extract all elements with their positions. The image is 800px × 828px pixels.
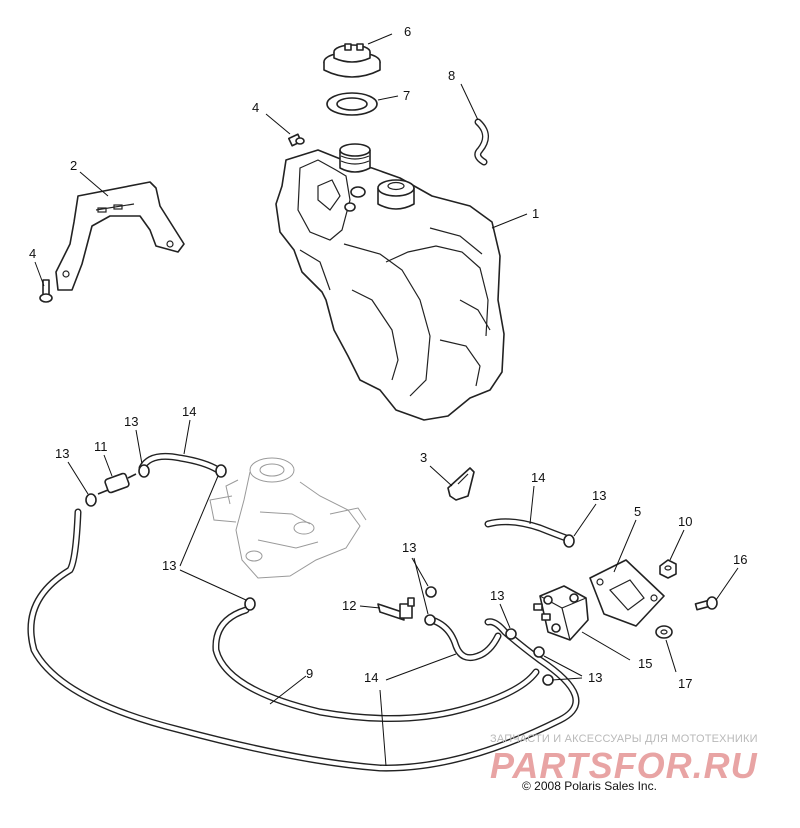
callout-8: 8 bbox=[448, 68, 455, 83]
vent-hose-part-8 bbox=[474, 118, 489, 166]
callout-17: 17 bbox=[678, 676, 692, 691]
callout-13-b: 13 bbox=[55, 446, 69, 461]
callout-3: 3 bbox=[420, 450, 427, 465]
nut-part-17 bbox=[655, 625, 673, 639]
pump-mount-plate-part-5 bbox=[589, 559, 665, 627]
fuel-hose-part-14-lower bbox=[212, 606, 540, 722]
screw-part-4-top bbox=[287, 133, 305, 147]
callout-14-left: 14 bbox=[182, 404, 196, 419]
callout-13-c: 13 bbox=[592, 488, 606, 503]
callout-15: 15 bbox=[638, 656, 652, 671]
fuel-hose-loop-part-9 bbox=[27, 508, 580, 772]
callout-labels: 6 7 8 4 2 1 4 14 13 11 13 3 14 13 5 10 1… bbox=[29, 24, 747, 691]
callout-4-left: 4 bbox=[29, 246, 36, 261]
fuel-hose-part-14-right bbox=[484, 518, 570, 542]
callout-13-g: 13 bbox=[588, 670, 602, 685]
callout-13-e: 13 bbox=[402, 540, 416, 555]
fuel-hose-part-14-mid bbox=[428, 616, 502, 662]
callout-7: 7 bbox=[403, 88, 410, 103]
callout-6: 6 bbox=[404, 24, 411, 39]
watermark-logo: PARTSFOR.RU bbox=[490, 745, 758, 786]
callout-1: 1 bbox=[532, 206, 539, 221]
callout-9: 9 bbox=[306, 666, 313, 681]
callout-13-d: 13 bbox=[162, 558, 176, 573]
copyright-notice: © 2008 Polaris Sales Inc. bbox=[522, 779, 657, 793]
callout-16: 16 bbox=[733, 552, 747, 567]
fuel-tank-part-1 bbox=[275, 143, 505, 421]
callout-13-f: 13 bbox=[490, 588, 504, 603]
callout-14-lower: 14 bbox=[364, 670, 378, 685]
fuel-cap-part-6 bbox=[323, 43, 381, 78]
callout-14-right: 14 bbox=[531, 470, 545, 485]
fuel-hose-part-14-left bbox=[138, 452, 222, 474]
clip-bracket-part-3 bbox=[447, 467, 475, 501]
fuel-pump-part-15 bbox=[533, 585, 589, 641]
fuel-filter-part-11 bbox=[97, 472, 137, 495]
mounting-bracket-part-2 bbox=[55, 181, 185, 291]
watermark-tagline: ЗАПЧАСТИ И АКСЕССУАРЫ ДЛЯ МОТОТЕХНИКИ bbox=[490, 733, 758, 745]
nut-part-10 bbox=[659, 559, 677, 579]
gasket-ring-part-7 bbox=[326, 92, 378, 116]
tee-fitting-part-12 bbox=[377, 597, 415, 621]
callout-10: 10 bbox=[678, 514, 692, 529]
carburetor-background-ghost bbox=[209, 457, 367, 579]
callout-2: 2 bbox=[70, 158, 77, 173]
callout-13-a: 13 bbox=[124, 414, 138, 429]
callout-5: 5 bbox=[634, 504, 641, 519]
leader-lines bbox=[34, 33, 739, 767]
bolt-part-4-left bbox=[39, 279, 53, 303]
callout-4-top: 4 bbox=[252, 100, 259, 115]
callout-11: 11 bbox=[94, 439, 108, 454]
callout-12: 12 bbox=[342, 598, 356, 613]
hose-clamps-part-13 bbox=[85, 464, 575, 686]
bolt-part-16 bbox=[694, 596, 718, 611]
